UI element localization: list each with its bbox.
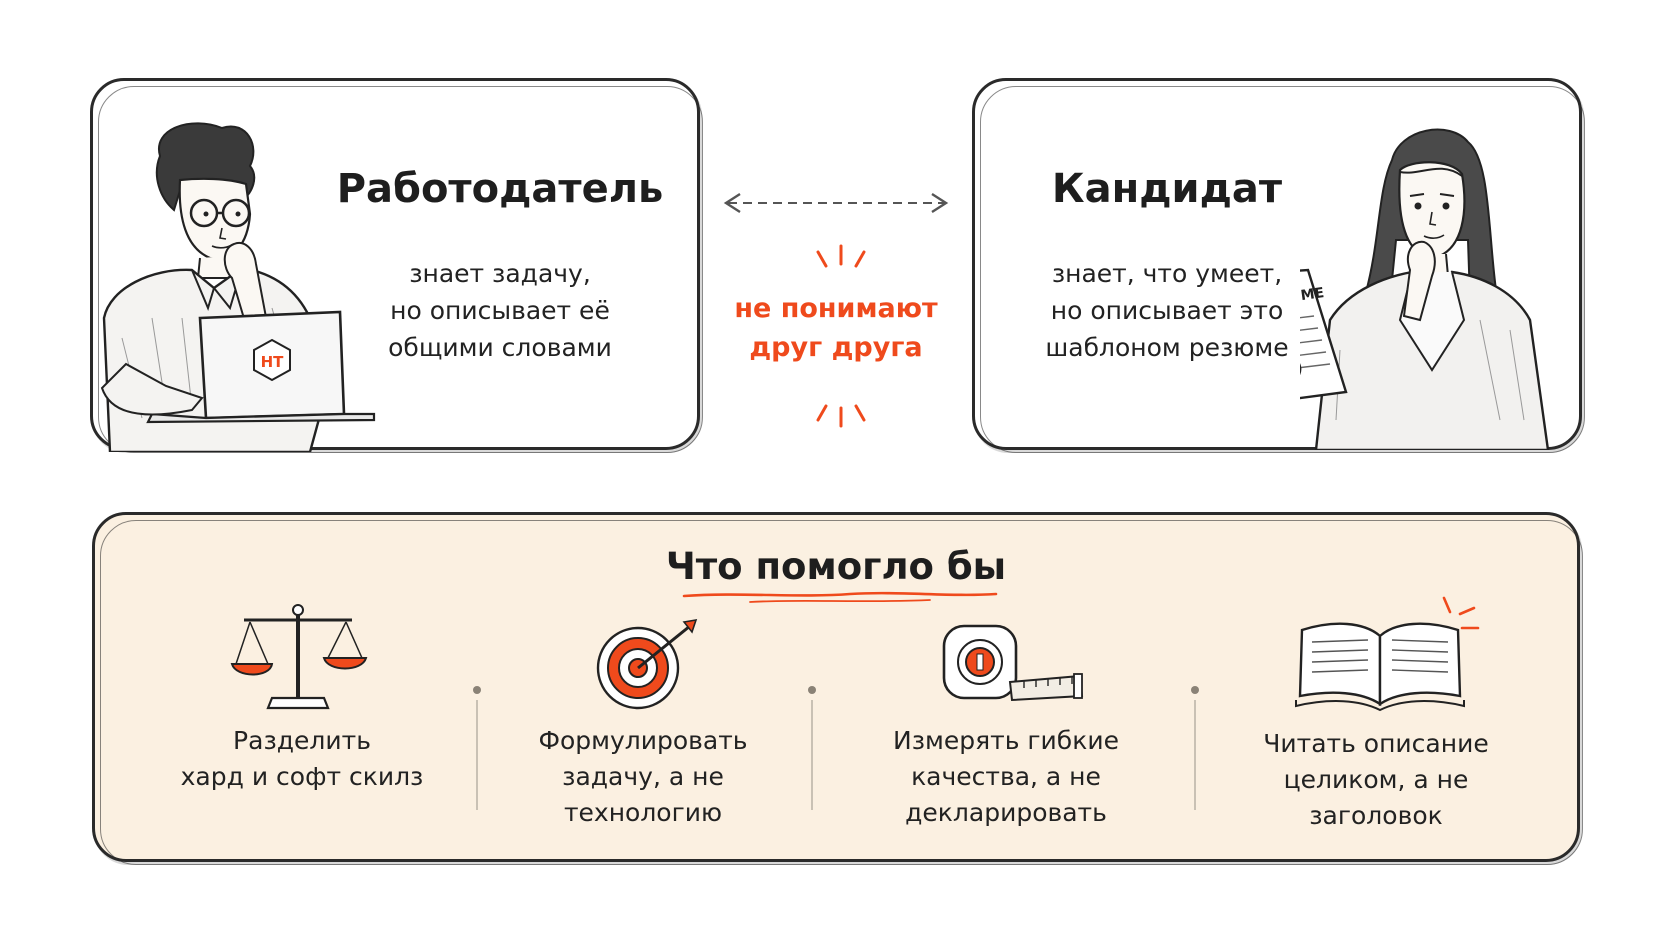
title-underline xyxy=(682,591,998,603)
help-title: Что помогло бы xyxy=(665,545,1007,588)
help-item-3: Измерять гибкие качества, а не деклариро… xyxy=(856,723,1156,831)
burst-bottom-icon xyxy=(816,404,866,428)
open-book-icon xyxy=(1295,596,1480,712)
separator xyxy=(476,700,478,810)
target-icon xyxy=(596,618,698,710)
help-item-line: Формулировать xyxy=(538,726,748,755)
help-item-line: качества, а не xyxy=(911,762,1101,791)
employer-line: общими словами xyxy=(388,333,612,362)
employer-description: знает задачу, но описывает её общими сло… xyxy=(300,255,700,366)
help-item-line: Читать описание xyxy=(1263,729,1489,758)
employer-line: но описывает её xyxy=(390,296,610,325)
help-item-line: Разделить xyxy=(233,726,371,755)
help-item-line: заголовок xyxy=(1309,801,1443,830)
separator-dot xyxy=(808,686,816,694)
help-item-2: Формулировать задачу, а не технологию xyxy=(500,723,786,831)
separator-dot xyxy=(473,686,481,694)
candidate-description: знает, что умеет, но описывает это шабло… xyxy=(972,255,1362,366)
help-item-line: целиком, а не xyxy=(1283,765,1469,794)
middle-line: друг друга xyxy=(749,332,923,363)
help-item-line: задачу, а не xyxy=(562,762,724,791)
help-item-4: Читать описание целиком, а не заголовок xyxy=(1226,726,1526,834)
help-item-1: Разделить хард и софт скилз xyxy=(162,723,442,795)
double-arrow-icon xyxy=(723,192,949,214)
separator-dot xyxy=(1191,686,1199,694)
employer-line: знает задачу, xyxy=(409,259,591,288)
separator xyxy=(811,700,813,810)
help-item-line: хард и софт скилз xyxy=(180,762,424,791)
tape-measure-icon xyxy=(942,624,1084,702)
employer-title: Работодатель xyxy=(336,166,664,212)
candidate-line: знает, что умеет, xyxy=(1051,259,1283,288)
help-item-line: технологию xyxy=(563,798,723,827)
separator xyxy=(1194,700,1196,810)
employer-illustration: HT xyxy=(100,122,376,452)
laptop-logo: HT xyxy=(261,353,285,371)
candidate-title: Кандидат xyxy=(1051,166,1283,212)
candidate-illustration: RESUME xyxy=(1300,128,1550,450)
candidate-line: но описывает это xyxy=(1050,296,1284,325)
burst-top-icon xyxy=(816,244,866,268)
candidate-line: шаблоном резюме xyxy=(1045,333,1289,362)
help-item-line: декларировать xyxy=(905,798,1107,827)
middle-line: не понимают xyxy=(734,293,938,324)
scales-icon xyxy=(230,604,368,710)
help-item-line: Измерять гибкие xyxy=(893,726,1119,755)
misunderstanding-label: не понимают друг друга xyxy=(716,289,956,367)
